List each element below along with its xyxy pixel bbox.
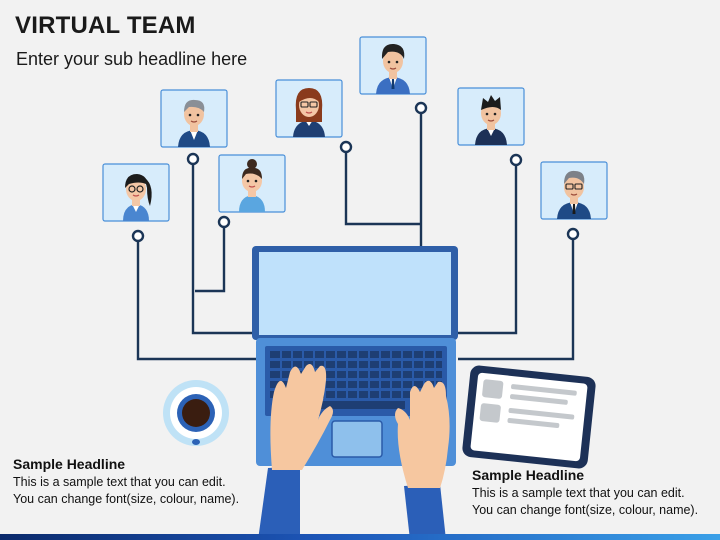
page-subtitle: Enter your sub headline here: [16, 49, 248, 69]
avatar-man-black-hair: [359, 36, 427, 95]
page-title: VIRTUAL TEAM: [15, 12, 196, 39]
right-headline: Sample Headline: [472, 467, 585, 483]
avatar-man-spiky-hair: [457, 87, 525, 146]
laptop-keyboard: [270, 351, 442, 409]
right-hand-icon: [395, 380, 450, 540]
bottom-accent-bar: [0, 534, 720, 540]
avatar-woman-bun: [218, 154, 286, 213]
right-line-1: This is a sample text that you can edit.: [472, 486, 685, 500]
connector-nodes: [131, 101, 580, 243]
avatar-man-gray-hair: [160, 89, 228, 148]
coffee-cup-icon: [163, 380, 229, 446]
avatar-woman-ponytail: [102, 163, 170, 222]
left-line-1: This is a sample text that you can edit.: [13, 475, 226, 489]
left-line-2: You can change font(size, colour, name).: [13, 492, 240, 506]
left-hand-icon: [258, 364, 333, 540]
avatar-man-glasses-gray: [540, 161, 608, 220]
left-headline: Sample Headline: [13, 456, 126, 472]
left-text-block: Sample Headline This is a sample text th…: [13, 456, 239, 508]
right-text-block: Sample Headline This is a sample text th…: [472, 467, 698, 519]
avatar-woman-glasses: [275, 79, 343, 138]
right-line-2: You can change font(size, colour, name).: [472, 503, 699, 517]
connector-lines: [136, 113, 575, 361]
tablet-icon: [462, 365, 596, 469]
